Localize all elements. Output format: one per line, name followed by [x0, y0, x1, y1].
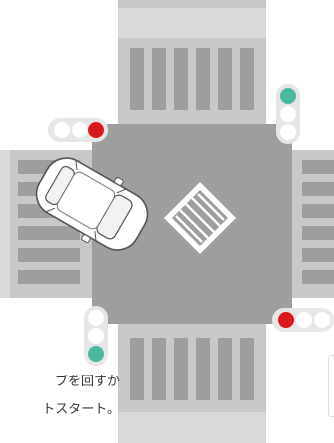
- side-panel-edge: [328, 355, 334, 417]
- car-icon: [35, 157, 149, 251]
- crosswalk-bottom: [130, 338, 254, 400]
- crosswalk-top: [118, 0, 266, 110]
- traffic-signal-top-left: [48, 118, 108, 142]
- traffic-signal-top-right: [276, 84, 300, 144]
- traffic-signal-bottom-left: [84, 306, 108, 366]
- signal-lamp-off-icon: [54, 122, 70, 138]
- signal-lamp-green-icon: [88, 346, 104, 362]
- signal-lamp-red-icon: [278, 312, 294, 328]
- signal-lamp-off-icon: [296, 312, 312, 328]
- signal-lamp-off-icon: [72, 122, 88, 138]
- signal-lamp-off-icon: [88, 328, 104, 344]
- traffic-signal-bottom-right: [272, 308, 334, 332]
- signal-lamp-off-icon: [314, 312, 330, 328]
- signal-lamp-green-icon: [280, 88, 296, 104]
- car-roof: [56, 171, 116, 230]
- signal-lamp-off-icon: [88, 310, 104, 326]
- left-stop-band: [0, 150, 10, 298]
- top-stop-band: [118, 8, 266, 38]
- caption-line-2: トスタート。: [42, 403, 120, 416]
- caption-line-1: ブを回すか: [54, 375, 120, 388]
- car-mirror-left: [114, 177, 124, 186]
- crosswalk-right: [302, 160, 334, 284]
- car-mirror-right: [81, 234, 91, 243]
- signal-lamp-off-icon: [280, 106, 296, 122]
- diamond-road-marking: [164, 182, 236, 254]
- signal-lamp-off-icon: [280, 124, 296, 140]
- signal-lamp-red-icon: [88, 122, 104, 138]
- bottom-stop-band: [118, 412, 266, 443]
